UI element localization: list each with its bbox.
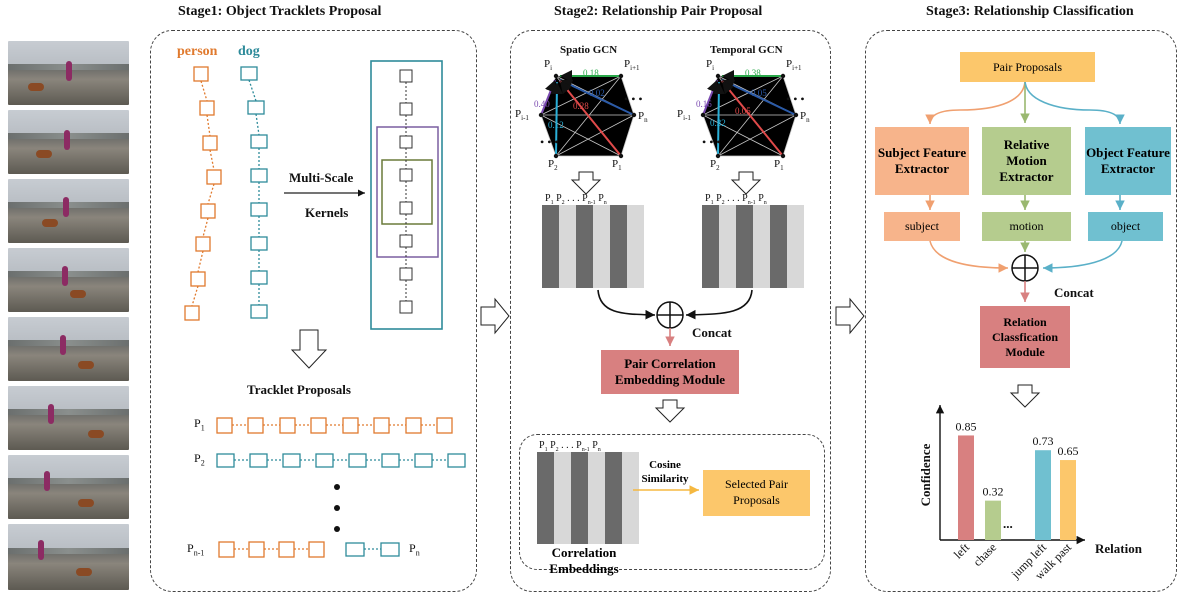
temporal-weight: 0.16 <box>696 99 712 109</box>
relation-classification-module: Relation Classfication Module <box>980 306 1070 368</box>
cosine-similarity-label: Cosine Similarity <box>641 459 689 486</box>
p1-label: P1 <box>194 416 205 433</box>
spatio-weight: 0.40 <box>534 99 550 109</box>
stage1-panel <box>150 30 477 592</box>
y-axis-label: Confidence <box>918 443 933 506</box>
video-frame <box>8 524 129 590</box>
spatio-weight: 0.18 <box>583 68 599 78</box>
temporal-embedding <box>702 205 804 288</box>
person-label: person <box>177 44 218 59</box>
chart-ellipsis: ... <box>1003 516 1013 531</box>
proposal-row-p2 <box>216 453 466 468</box>
category-label: left <box>951 540 973 562</box>
dog-tracklet <box>240 66 268 319</box>
stage3-title: Stage3: Relationship Classification <box>926 4 1134 19</box>
bar-value-label: 0.32 <box>983 485 1004 499</box>
selected-pair-proposals: Selected Pair Proposals <box>703 470 810 516</box>
dog-label: dog <box>238 44 260 59</box>
motion-box: motion <box>982 212 1071 241</box>
object-box: object <box>1088 212 1163 241</box>
bar-chase <box>985 500 1001 540</box>
temporal-gcn-label: Temporal GCN <box>710 44 783 56</box>
bar-value-label: 0.65 <box>1058 444 1079 458</box>
subject-feature-extractor: Subject Feature Extractor <box>875 127 969 195</box>
video-frame <box>8 386 129 450</box>
video-frame <box>8 179 129 243</box>
bar-value-label: 0.73 <box>1033 434 1054 448</box>
pn-label: Pn <box>409 541 420 558</box>
proposal-row-pn <box>218 541 400 558</box>
p2-label: P2 <box>194 451 205 468</box>
temporal-weight: 0.32 <box>710 118 726 128</box>
proposal-row-p1 <box>216 417 453 434</box>
pair-correlation-module: Pair Correlation Embedding Module <box>601 350 739 394</box>
concat-label-stage2: Concat <box>692 325 732 340</box>
svg-text:• • •: • • • <box>702 135 721 149</box>
stage3-panel <box>865 30 1177 592</box>
kernels-label: Kernels <box>305 205 349 220</box>
correlation-embedding <box>537 452 639 544</box>
video-frame <box>8 455 129 519</box>
correlation-embeddings-label: Correlation Embeddings <box>549 545 619 576</box>
spatio-embedding <box>542 205 644 288</box>
stage1-title: Stage1: Object Tracklets Proposal <box>178 4 382 19</box>
video-frame <box>8 248 129 312</box>
concat-label-stage3: Concat <box>1054 285 1094 300</box>
spatio-gcn-graph: • • • • • • <box>538 70 643 159</box>
stage2-panel <box>510 30 831 592</box>
multiscale-label: Multi-Scale <box>289 170 354 185</box>
category-label: chase <box>970 540 999 569</box>
relative-motion-extractor: Relative Motion Extractor <box>982 127 1071 195</box>
temporal-weight: 0.38 <box>745 68 761 78</box>
spatio-gcn-label: Spatio GCN <box>560 44 618 56</box>
temporal-gcn-graph: • • • • • • <box>700 70 805 159</box>
video-frame <box>8 110 129 174</box>
person-tracklet <box>184 66 222 321</box>
temporal-weight: 0.05 <box>735 106 751 116</box>
bar-left <box>958 435 974 540</box>
x-axis-label: Relation <box>1095 541 1143 556</box>
spatio-weight: 0.28 <box>573 101 589 111</box>
object-feature-extractor: Object Feature Extractor <box>1085 127 1171 195</box>
spatio-weight: 0.02 <box>589 88 605 98</box>
bar-walk-past <box>1060 460 1076 540</box>
tracklet-proposals-label: Tracklet Proposals <box>247 382 351 397</box>
pair-proposals-box: Pair Proposals <box>960 52 1095 82</box>
stage2-title: Stage2: Relationship Pair Proposal <box>554 4 763 19</box>
subject-box: subject <box>884 212 960 241</box>
bar-value-label: 0.85 <box>956 419 977 433</box>
correlation-panel <box>519 434 825 570</box>
spatio-weight: 0.12 <box>548 120 564 130</box>
video-frame <box>8 317 129 381</box>
bar-jump-left <box>1035 450 1051 540</box>
pn1-label: Pn-1 <box>187 541 205 558</box>
svg-text:• • •: • • • <box>786 92 805 106</box>
temporal-weight: 0.05 <box>751 88 767 98</box>
video-frame <box>8 41 129 105</box>
svg-text:• • •: • • • <box>540 135 559 149</box>
svg-text:• • •: • • • <box>624 92 643 106</box>
